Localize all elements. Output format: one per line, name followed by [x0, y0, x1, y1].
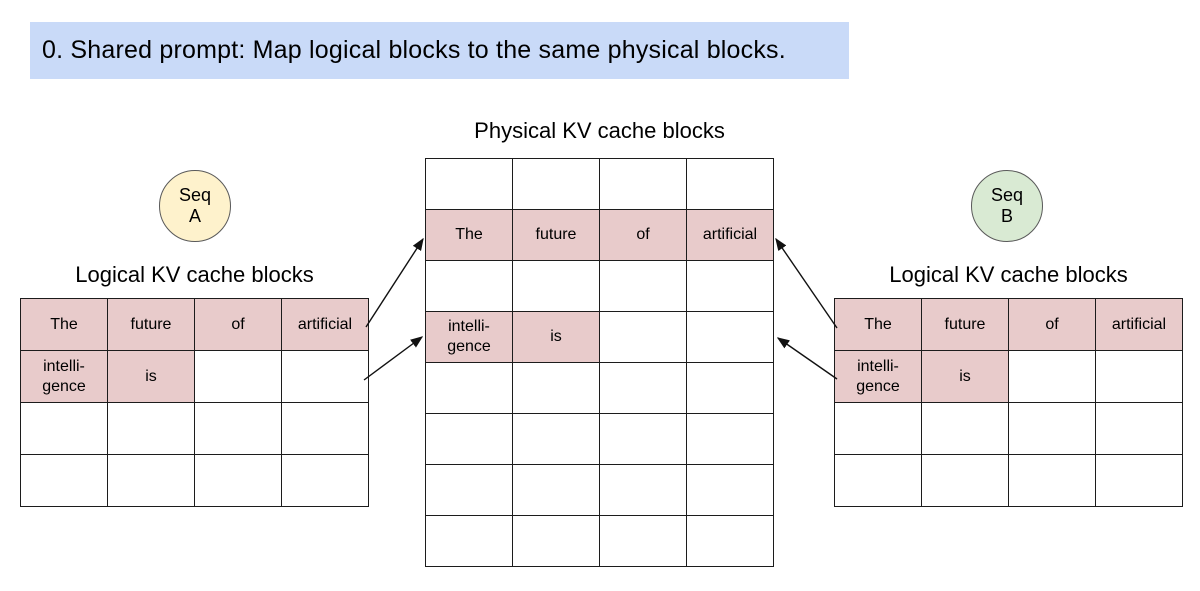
logB-cell-3-3: [1096, 455, 1183, 507]
logB-cell-1-3: [1096, 351, 1183, 403]
logA-cell-0-3: artificial: [282, 299, 369, 351]
phys-cell-2-2: [600, 261, 687, 312]
logA-cell-2-0: [21, 403, 108, 455]
phys-cell-6-3: [687, 465, 774, 516]
step-banner: 0. Shared prompt: Map logical blocks to …: [30, 22, 849, 79]
logB-cell-2-3: [1096, 403, 1183, 455]
arrow-seq-b-block1: [776, 337, 838, 380]
logA-cell-0-1: future: [108, 299, 195, 351]
logA-cell-1-2: [195, 351, 282, 403]
logA-cell-3-3: [282, 455, 369, 507]
phys-cell-5-3: [687, 414, 774, 465]
logical-a-title: Logical KV cache blocks: [75, 262, 314, 287]
logB-cell-1-0: intelli- gence: [835, 351, 922, 403]
phys-cell-5-0: [426, 414, 513, 465]
logA-cell-1-3: [282, 351, 369, 403]
phys-cell-0-2: [600, 159, 687, 210]
logA-cell-3-0: [21, 455, 108, 507]
logA-cell-1-1: is: [108, 351, 195, 403]
step-banner-text: 0. Shared prompt: Map logical blocks to …: [42, 36, 786, 64]
phys-cell-4-2: [600, 363, 687, 414]
logB-cell-2-0: [835, 403, 922, 455]
phys-cell-2-0: [426, 261, 513, 312]
phys-cell-4-0: [426, 363, 513, 414]
logB-cell-3-1: [922, 455, 1009, 507]
seq-a-label-line1: Seq: [178, 185, 212, 205]
seq-a-badge: Seq A: [159, 170, 231, 242]
logical-kv-table-seq-b: The future of artificial intelli- gence …: [834, 298, 1183, 507]
arrow-seq-a-block0: [365, 237, 424, 328]
phys-cell-0-1: [513, 159, 600, 210]
logB-cell-3-2: [1009, 455, 1096, 507]
phys-cell-7-3: [687, 516, 774, 567]
phys-cell-3-2: [600, 312, 687, 363]
phys-cell-6-1: [513, 465, 600, 516]
logB-cell-3-0: [835, 455, 922, 507]
physical-kv-table: The future of artificial intelli- gence …: [425, 158, 774, 567]
phys-cell-0-3: [687, 159, 774, 210]
phys-cell-1-1: future: [513, 210, 600, 261]
logA-cell-0-2: of: [195, 299, 282, 351]
logB-cell-1-2: [1009, 351, 1096, 403]
phys-cell-1-0: The: [426, 210, 513, 261]
phys-cell-2-1: [513, 261, 600, 312]
phys-cell-7-1: [513, 516, 600, 567]
logB-cell-0-0: The: [835, 299, 922, 351]
logA-cell-3-1: [108, 455, 195, 507]
arrow-seq-b-block0: [775, 237, 838, 329]
phys-cell-6-0: [426, 465, 513, 516]
logB-cell-0-1: future: [922, 299, 1009, 351]
phys-cell-1-2: of: [600, 210, 687, 261]
logB-cell-1-1: is: [922, 351, 1009, 403]
seq-a-label-line2: A: [188, 206, 201, 226]
phys-cell-4-1: [513, 363, 600, 414]
seq-b-badge: Seq B: [971, 170, 1043, 242]
seq-b-label-line2: B: [1000, 206, 1013, 226]
phys-cell-2-3: [687, 261, 774, 312]
logA-cell-2-3: [282, 403, 369, 455]
phys-cell-7-2: [600, 516, 687, 567]
logA-cell-0-0: The: [21, 299, 108, 351]
phys-cell-3-0: intelli- gence: [426, 312, 513, 363]
logB-cell-2-2: [1009, 403, 1096, 455]
physical-blocks-title: Physical KV cache blocks: [474, 118, 725, 143]
phys-cell-1-3: artificial: [687, 210, 774, 261]
phys-cell-0-0: [426, 159, 513, 210]
phys-cell-7-0: [426, 516, 513, 567]
phys-cell-3-3: [687, 312, 774, 363]
logA-cell-3-2: [195, 455, 282, 507]
seq-b-label-line1: Seq: [990, 185, 1024, 205]
logA-cell-2-2: [195, 403, 282, 455]
phys-cell-3-1: is: [513, 312, 600, 363]
arrow-seq-a-block1: [363, 336, 424, 381]
logB-cell-0-3: artificial: [1096, 299, 1183, 351]
phys-cell-5-1: [513, 414, 600, 465]
phys-cell-4-3: [687, 363, 774, 414]
logB-cell-0-2: of: [1009, 299, 1096, 351]
logB-cell-2-1: [922, 403, 1009, 455]
logA-cell-1-0: intelli- gence: [21, 351, 108, 403]
logA-cell-2-1: [108, 403, 195, 455]
logical-b-title: Logical KV cache blocks: [889, 262, 1128, 287]
logical-kv-table-seq-a: The future of artificial intelli- gence …: [20, 298, 369, 507]
phys-cell-5-2: [600, 414, 687, 465]
phys-cell-6-2: [600, 465, 687, 516]
